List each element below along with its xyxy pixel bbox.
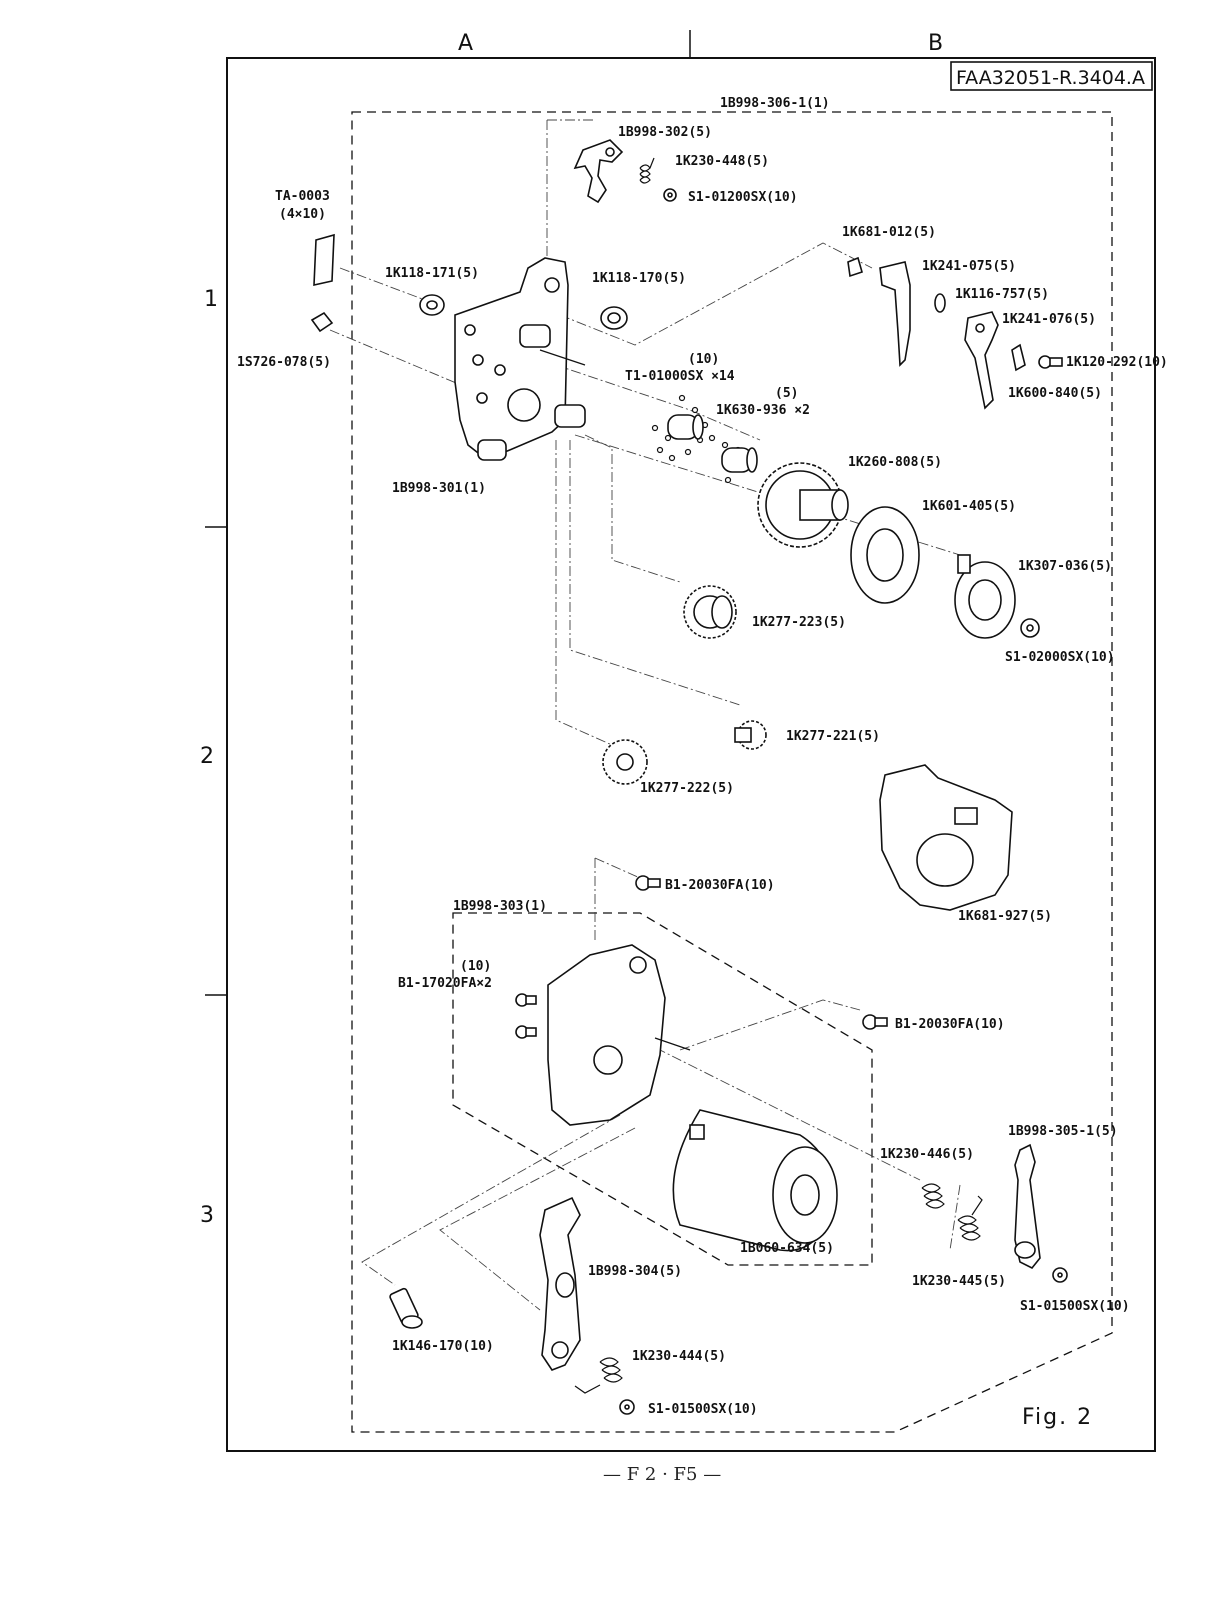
label-1k230-444: 1K230-444(5) [632, 1349, 726, 1364]
label-1k146-170: 1K146-170(10) [392, 1339, 494, 1354]
lever-1k681-012 [847, 256, 863, 278]
grid-row-3: 3 [200, 1203, 214, 1228]
lever-1k241-076 [964, 311, 999, 410]
clutch-1k307-036 [954, 554, 1016, 639]
pin-1k146-170 [389, 1287, 423, 1329]
drawing-code-box [950, 61, 1153, 91]
label-assembly-1b998-303: 1B998-303(1) [453, 899, 547, 914]
label-b1-17020fa-qty: (10) [460, 959, 491, 974]
lever-1b998-305-1 [1014, 1143, 1041, 1270]
label-1k601-405: 1K601-405(5) [922, 499, 1016, 514]
motor-1b060-634 [672, 1109, 838, 1252]
label-t1-01000sx-qty: (10) [688, 352, 719, 367]
label-1k277-223: 1K277-223(5) [752, 615, 846, 630]
label-s1-01200sx: S1-01200SX(10) [688, 190, 798, 205]
label-1k230-448: 1K230-448(5) [675, 154, 769, 169]
label-1k241-076: 1K241-076(5) [1002, 312, 1096, 327]
screws-b1-17020 [515, 993, 537, 1039]
gear-1k277-223 [683, 585, 737, 639]
label-1k307-036: 1K307-036(5) [1018, 559, 1112, 574]
spring-1k230-448 [639, 157, 655, 184]
label-1k681-927: 1K681-927(5) [958, 909, 1052, 924]
label-ta-0003-size: (4×10) [279, 207, 326, 222]
spring-1k230-446 [921, 1183, 945, 1209]
collar-1k630-936 [667, 414, 758, 473]
gear-1k260-808 [757, 462, 849, 548]
label-1b998-305-1: 1B998-305-1(5) [1008, 1124, 1118, 1139]
main-plate-1b998-301 [454, 257, 586, 461]
label-1k230-446: 1K230-446(5) [880, 1147, 974, 1162]
label-1b998-301: 1B998-301(1) [392, 481, 486, 496]
e-ring-s1-01500-bottom [619, 1399, 635, 1415]
lever-1k241-075 [879, 261, 911, 367]
spring-1k230-445 [957, 1195, 983, 1241]
page-number: — F 2 · F5 — [603, 1464, 721, 1485]
motor-frame-plate [547, 944, 691, 1126]
plate-1k600-840 [1011, 343, 1026, 372]
assembly-boundary-main [351, 111, 1113, 1433]
tape-ta-0003 [313, 233, 335, 287]
label-s1-01500sx-right: S1-01500SX(10) [1020, 1299, 1130, 1314]
cam-1k601-405 [850, 506, 920, 604]
label-1k260-808: 1K260-808(5) [848, 455, 942, 470]
label-1k681-012: 1K681-012(5) [842, 225, 936, 240]
part-1s726-078 [310, 311, 334, 333]
figure-label: Fig. 2 [1022, 1405, 1093, 1430]
spring-1k230-444 [574, 1357, 623, 1394]
lever-1b998-304 [539, 1196, 581, 1371]
grid-row-1: 1 [204, 287, 218, 312]
label-1k630-936-qty: (5) [775, 386, 798, 401]
label-1k241-075: 1K241-075(5) [922, 259, 1016, 274]
label-1k600-840: 1K600-840(5) [1008, 386, 1102, 401]
label-1b998-304: 1B998-304(5) [588, 1264, 682, 1279]
grid-column-a: A [458, 31, 473, 56]
label-t1-01000sx: T1-01000SX ×14 [625, 369, 735, 384]
label-1k116-757: 1K116-757(5) [955, 287, 1049, 302]
drawing-frame [226, 57, 1156, 1452]
bushing-1k118-171 [419, 294, 445, 316]
label-s1-01500sx-bottom: S1-01500SX(10) [648, 1402, 758, 1417]
gear-1k277-221 [734, 720, 767, 750]
gear-1k277-222 [602, 739, 648, 785]
label-assembly-1b998-306-1: 1B998-306-1(1) [720, 96, 830, 111]
lever-1b998-302 [573, 139, 624, 204]
grid-row-2: 2 [200, 744, 214, 769]
label-1k630-936: 1K630-936 ×2 [716, 403, 810, 418]
drawing-code: FAA32051-R.3404.A [956, 67, 1145, 89]
label-b1-20030fa-mid: B1-20030FA(10) [895, 1017, 1005, 1032]
label-1b998-302: 1B998-302(5) [618, 125, 712, 140]
leader-lines [329, 119, 961, 1311]
label-ta-0003: TA-0003 [275, 189, 330, 204]
label-1k118-171: 1K118-171(5) [385, 266, 479, 281]
assembly-boundary-motor [452, 912, 873, 1266]
label-b1-20030fa-top: B1-20030FA(10) [665, 878, 775, 893]
label-1k277-222: 1K277-222(5) [640, 781, 734, 796]
label-1k118-170: 1K118-170(5) [592, 271, 686, 286]
part-1k116-757 [934, 293, 946, 313]
screw-b1-20030-mid [862, 1014, 888, 1030]
screw-b1-20030-top [635, 875, 661, 891]
label-s1-02000sx: S1-02000SX(10) [1005, 650, 1115, 665]
e-ring-s1-02000 [1020, 618, 1040, 638]
e-ring-s1-01200 [663, 188, 677, 202]
label-1k230-445: 1K230-445(5) [912, 1274, 1006, 1289]
grid-column-b: B [928, 31, 943, 56]
bushing-1k118-170 [600, 306, 628, 330]
label-1k277-221: 1K277-221(5) [786, 729, 880, 744]
label-1k120-292: 1K120-292(10) [1066, 355, 1168, 370]
label-b1-17020fa: B1-17020FA×2 [398, 976, 492, 991]
bracket-1k681-927 [879, 764, 1013, 911]
label-1s726-078: 1S726-078(5) [237, 355, 331, 370]
e-ring-s1-01500-right [1052, 1267, 1068, 1283]
screw-1k120-292 [1038, 355, 1063, 369]
label-1b060-634: 1B060-634(5) [740, 1241, 834, 1256]
